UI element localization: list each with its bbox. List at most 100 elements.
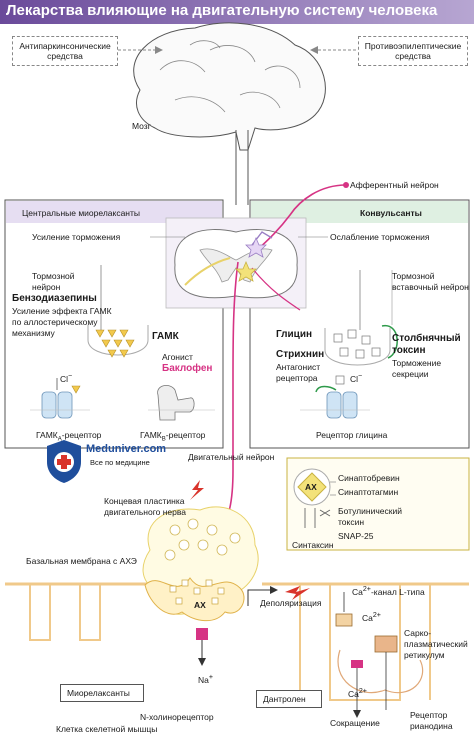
strychnine-desc-2: рецептора bbox=[276, 373, 318, 383]
ryanodine-l2: рианодина bbox=[410, 721, 453, 731]
gaba-b-main: ГАМК bbox=[140, 430, 162, 440]
endplate-l2: двигательного нерва bbox=[104, 507, 187, 517]
gaba-b-receptor-label: ГАМКB-рецептор bbox=[140, 430, 205, 445]
junction-ach-label: АХ bbox=[194, 600, 206, 610]
botulinum-l1: Ботулинический bbox=[338, 506, 402, 516]
benzo-desc-1: Усиление эффекта ГАМК bbox=[12, 306, 112, 316]
ach-squares bbox=[169, 579, 225, 605]
scissors-icon bbox=[319, 509, 331, 517]
presynaptic-right bbox=[324, 328, 391, 366]
glycine-vesicles bbox=[333, 329, 381, 359]
ca-channel bbox=[335, 613, 353, 627]
benzo-desc-2: по аллостерическому bbox=[12, 317, 98, 327]
endplate-l1: Концевая пластинка bbox=[104, 496, 185, 506]
gaba-a-sub: A bbox=[57, 436, 62, 443]
brainstem bbox=[235, 130, 249, 205]
cl-right-text: Cl bbox=[350, 373, 359, 384]
interneuron-star-yellow bbox=[235, 260, 257, 282]
glycine-receptor bbox=[300, 385, 370, 419]
gaba-b-sub: B bbox=[161, 436, 166, 443]
cl-left-label: Cl− bbox=[60, 372, 73, 384]
ca-label-1: Ca2+ bbox=[362, 611, 381, 623]
afferent-neuron-label: Афферентный нейрон bbox=[350, 180, 439, 190]
antiparkinsonian-line1: Антипаркинсонические bbox=[19, 41, 111, 51]
interneuron-star-purple bbox=[245, 236, 267, 258]
muscle-folds bbox=[29, 584, 431, 701]
tetanus-toxin-l2: токсин bbox=[392, 345, 426, 356]
dantrolene-box: Дантролен bbox=[256, 690, 322, 708]
sr-l1: Сарко- bbox=[404, 628, 432, 638]
glycine-label: Глицин bbox=[276, 329, 313, 340]
ca-channel-post: -канал L-типа bbox=[370, 586, 425, 597]
tetanus-arc bbox=[381, 325, 398, 359]
syntaxin-label: Синтаксин bbox=[292, 540, 334, 550]
gaba-a-tail: -рецептор bbox=[61, 430, 102, 440]
convulsants-header: Конвульсанты bbox=[360, 208, 422, 218]
na-label: Na+ bbox=[198, 673, 214, 685]
logo-name: Meduniver.com bbox=[86, 443, 167, 455]
dantrolene-marker bbox=[351, 660, 363, 668]
tetanus-desc-1: Торможение bbox=[392, 358, 442, 368]
left-panel-header bbox=[6, 201, 222, 223]
page-title: Лекарства влияющие на двигательную систе… bbox=[6, 2, 438, 19]
ca-label-2: Ca2+ bbox=[348, 687, 367, 699]
depolarization-arrow bbox=[247, 589, 270, 606]
snare-ach-label: АХ bbox=[305, 482, 317, 492]
enhance-inhibition-label: Усиление торможения bbox=[32, 232, 121, 242]
ca-channel-label: Ca2+-канал L-типа bbox=[352, 585, 425, 597]
inhib-neuron-left-l1: Тормозной bbox=[32, 271, 75, 281]
botulinum-l2: токсин bbox=[338, 517, 365, 527]
baclofen-label: Баклофен bbox=[162, 363, 213, 374]
logo-tagline: Все по медицине bbox=[90, 458, 150, 467]
antiepileptic-box: Противоэпилептические средства bbox=[358, 36, 468, 66]
ca2-text: Ca bbox=[348, 688, 359, 699]
synaptic-vesicles bbox=[164, 518, 241, 561]
synaptotagmin-label: Синаптотагмин bbox=[338, 487, 399, 497]
benzo-desc-3: механизму bbox=[12, 328, 55, 338]
antiepileptic-line2: средства bbox=[395, 51, 431, 61]
antiepileptic-line1: Противоэпилептические bbox=[364, 41, 462, 51]
myorelaxants-box: Миорелаксанты bbox=[60, 684, 144, 702]
ca1-text: Ca bbox=[362, 612, 373, 623]
gaba-label: ГАМК bbox=[152, 331, 179, 342]
strychnine-label: Стрихнин bbox=[276, 349, 325, 360]
brain-label: Мозг bbox=[132, 121, 151, 131]
tetanus-toxin-l1: Столбнячный bbox=[392, 333, 461, 344]
agonist-label: Агонист bbox=[162, 352, 193, 362]
depolarization-label: Деполяризация bbox=[260, 598, 322, 608]
contraction-label: Сокращение bbox=[330, 718, 380, 728]
dantrolene-label: Дантролен bbox=[263, 694, 306, 704]
brain-shape bbox=[133, 22, 326, 151]
lightning-icon-2 bbox=[285, 586, 310, 600]
sr-l2: плазматический bbox=[404, 639, 468, 649]
ca-channel-pre: Ca bbox=[352, 586, 363, 597]
title-bar: Лекарства влияющие на двигательную систе… bbox=[0, 0, 474, 24]
lightning-icon-1 bbox=[190, 480, 204, 500]
ryanodine-receptor bbox=[374, 635, 398, 653]
snap25-label: SNAP-25 bbox=[338, 531, 374, 541]
glycine-receptor-label: Рецептор глицина bbox=[316, 430, 388, 440]
brain-folds bbox=[159, 40, 301, 113]
ryanodine-l1: Рецептор bbox=[410, 710, 448, 720]
n-receptor bbox=[196, 628, 208, 640]
sr-l3: ретикулум bbox=[404, 650, 445, 660]
cl-left-text: Cl bbox=[60, 373, 69, 384]
inhib-neuron-right-l2: вставочный нейрон bbox=[392, 282, 469, 292]
gaba-b-tail: -рецептор bbox=[165, 430, 206, 440]
gaba-a-main: ГАМК bbox=[36, 430, 58, 440]
right-panel-header bbox=[251, 201, 468, 223]
grey-matter bbox=[199, 248, 273, 283]
ach-diamond bbox=[297, 472, 327, 502]
antiparkinsonian-line2: средства bbox=[47, 51, 83, 61]
strychnine-square bbox=[335, 375, 345, 385]
gaba-molecules bbox=[95, 329, 135, 358]
strychnine-desc-1: Антагонист bbox=[276, 362, 321, 372]
gaba-a-receptor-label: ГАМКA-рецептор bbox=[36, 430, 101, 445]
motor-neuron-label: Двигательный нейрон bbox=[188, 452, 275, 462]
basal-membrane-label: Базальная мембрана с АХЭ bbox=[26, 556, 137, 566]
sr-curve bbox=[337, 649, 424, 694]
antiparkinsonian-box: Антипаркинсонические средства bbox=[12, 36, 118, 66]
benzodiazepines-title: Бензодиазепины bbox=[12, 293, 97, 304]
